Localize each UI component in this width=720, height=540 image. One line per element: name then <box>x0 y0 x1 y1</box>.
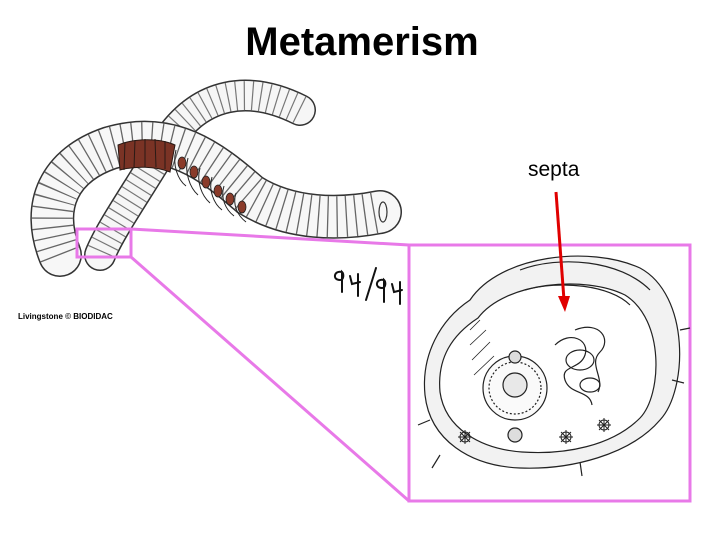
handwritten-annotation-icon <box>334 267 403 305</box>
cross-section-drawing <box>417 255 691 477</box>
worm-tail <box>378 201 388 223</box>
septa-label: septa <box>528 158 580 181</box>
page-title: Metamerism <box>245 20 479 64</box>
connector-line-bottom <box>130 255 410 503</box>
connector-line-top <box>130 227 410 247</box>
segment-highlight-box <box>75 227 133 259</box>
worm-main-body <box>30 120 402 277</box>
dissected-segments <box>117 138 247 223</box>
septa-arrow <box>554 191 570 312</box>
image-credit: Livingstone © BIODIDAC <box>18 312 113 321</box>
